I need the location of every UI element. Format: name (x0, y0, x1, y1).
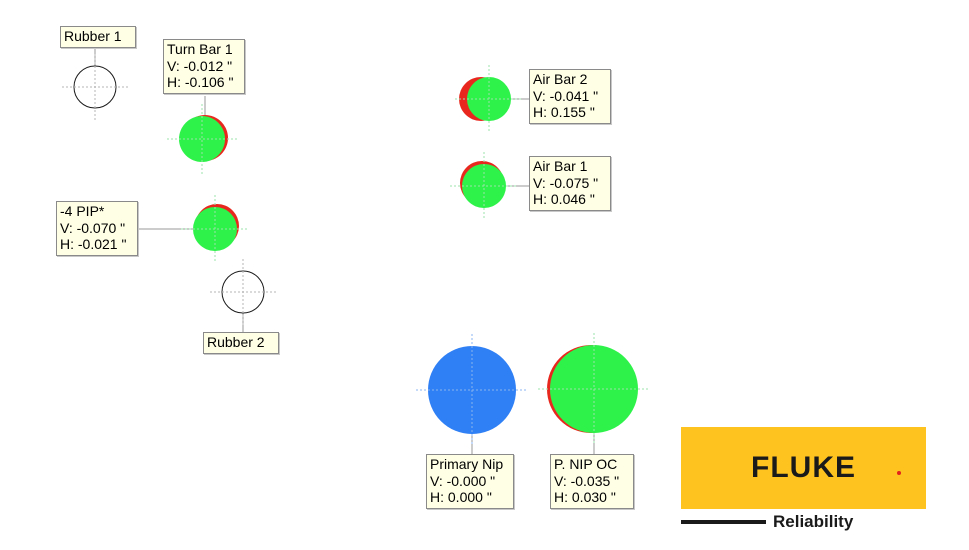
primary-nip-marker (416, 334, 528, 454)
air-bar-1-horizontal-offset: H: 0.046 " (533, 191, 595, 207)
logo-badge: FLUKE (681, 427, 926, 509)
air-bar-2-vertical-offset: V: -0.041 " (533, 87, 599, 104)
rubber-1-name: Rubber 1 (64, 28, 122, 44)
primary-nip-name: Primary Nip (430, 456, 504, 472)
logo-tagline: Reliability (773, 512, 854, 531)
p-nip-oc-name: P. NIP OC (554, 456, 618, 472)
turn-bar-1-marker (167, 96, 237, 174)
turn-bar-1-horizontal-offset: H: -0.106 " (167, 74, 234, 90)
pip-4-label[interactable]: -4 PIP*V: -0.070 "H: -0.021 " (56, 201, 138, 256)
primary-nip-horizontal-offset: H: 0.000 " (430, 489, 492, 505)
air-bar-1-marker (450, 152, 529, 220)
turn-bar-1-measured-circle (179, 116, 225, 162)
pip-4-vertical-offset: V: -0.070 " (60, 219, 126, 236)
rubber-1-label[interactable]: Rubber 1 (60, 26, 136, 48)
turn-bar-1-vertical-offset: V: -0.012 " (167, 57, 233, 74)
pip-4-name: -4 PIP* (60, 203, 105, 219)
air-bar-1-name: Air Bar 1 (533, 158, 588, 174)
air-bar-2-name: Air Bar 2 (533, 71, 588, 87)
rubber-2-name: Rubber 2 (207, 334, 265, 350)
p-nip-oc-vertical-offset: V: -0.035 " (554, 472, 620, 489)
rubber-1-marker (62, 45, 128, 120)
pip-4-marker (138, 195, 249, 263)
air-bar-1-vertical-offset: V: -0.075 " (533, 174, 599, 191)
rubber-2-marker (210, 259, 276, 332)
logo-registered-dot (897, 471, 901, 475)
primary-nip-vertical-offset: V: -0.000 " (430, 472, 496, 489)
air-bar-2-marker (455, 65, 529, 133)
p-nip-oc-marker (538, 333, 650, 454)
rubber-2-label[interactable]: Rubber 2 (203, 332, 279, 354)
turn-bar-1-name: Turn Bar 1 (167, 41, 233, 57)
p-nip-oc-horizontal-offset: H: 0.030 " (554, 489, 616, 505)
logo-rule (681, 520, 766, 524)
pip-4-horizontal-offset: H: -0.021 " (60, 236, 127, 252)
air-bar-2-horizontal-offset: H: 0.155 " (533, 104, 595, 120)
fluke-logo: FLUKE Reliability (681, 427, 926, 534)
logo-wordmark: FLUKE (751, 451, 856, 484)
